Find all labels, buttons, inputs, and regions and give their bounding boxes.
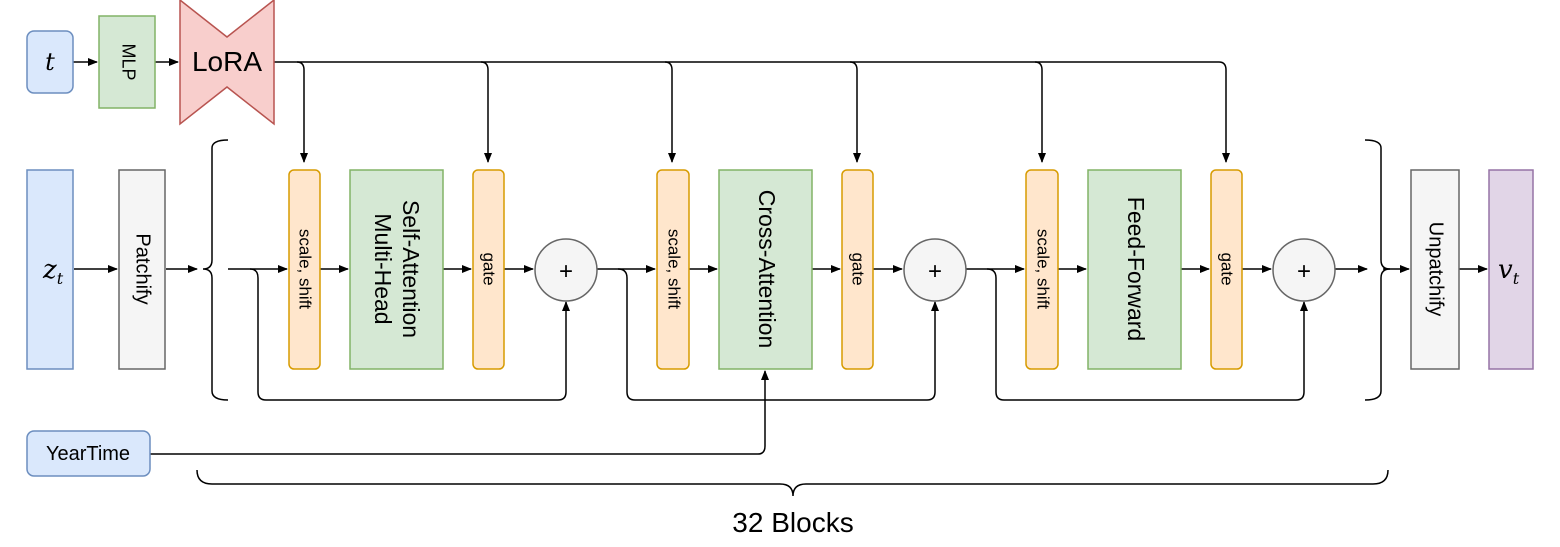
timestep-label: t <box>45 48 55 76</box>
velocity-label: vt <box>1498 255 1520 288</box>
gate-2: gate <box>841 169 874 370</box>
scale-shift-1: scale, shift <box>288 169 321 370</box>
repeat-brace <box>196 469 1389 497</box>
scale-shift-2: scale, shift <box>656 169 690 370</box>
gate-1: gate <box>472 169 505 370</box>
cross-attention-label: Cross-Attention <box>754 190 780 349</box>
self-attention-label: Self-Attention <box>398 200 424 338</box>
cross-attention-box: Cross-Attention <box>718 169 813 370</box>
unpatchify-label: Unpatchify <box>1425 222 1447 317</box>
lora-label: LoRA <box>192 46 262 77</box>
repeat-count-label: 32 Blocks <box>732 507 853 538</box>
mlp-label: MLP <box>118 43 138 80</box>
scale-shift-3-label: scale, shift <box>1034 229 1053 310</box>
block-open-bracket <box>202 139 229 401</box>
timestep-input: t <box>26 30 74 94</box>
patchify-box: Patchify <box>118 169 166 370</box>
scale-shift-2-label: scale, shift <box>665 229 684 310</box>
plus-2-label: + <box>928 258 942 285</box>
connectors <box>73 58 1488 455</box>
unpatchify-box: Unpatchify <box>1410 169 1460 370</box>
yeartime-input: YearTime <box>26 430 151 477</box>
mlp-box: MLP <box>98 15 156 109</box>
feed-forward-box: Feed-Forward <box>1087 169 1182 370</box>
latent-label: zt <box>42 255 64 288</box>
residual-add-3: + <box>1272 238 1336 302</box>
self-attention-box: Self-Attention Multi-Head <box>349 169 444 370</box>
multi-head-label: Multi-Head <box>370 213 396 324</box>
velocity-output: vt <box>1488 169 1534 370</box>
plus-3-label: + <box>1297 258 1311 285</box>
plus-1-label: + <box>559 258 573 285</box>
block-close-bracket <box>1364 139 1391 401</box>
gate-3-label: gate <box>1218 252 1237 285</box>
feed-forward-label: Feed-Forward <box>1123 197 1149 341</box>
residual-add-1: + <box>534 238 598 302</box>
yeartime-label: YearTime <box>46 443 130 465</box>
gate-2-label: gate <box>849 252 868 285</box>
lora-shape: LoRA <box>179 0 275 126</box>
scale-shift-1-label: scale, shift <box>296 229 315 310</box>
gate-1-label: gate <box>480 252 499 285</box>
patchify-label: Patchify <box>132 233 154 304</box>
scale-shift-3: scale, shift <box>1025 169 1059 370</box>
latent-input: zt <box>26 169 74 370</box>
residual-add-2: + <box>903 238 967 302</box>
gate-3: gate <box>1210 169 1243 370</box>
